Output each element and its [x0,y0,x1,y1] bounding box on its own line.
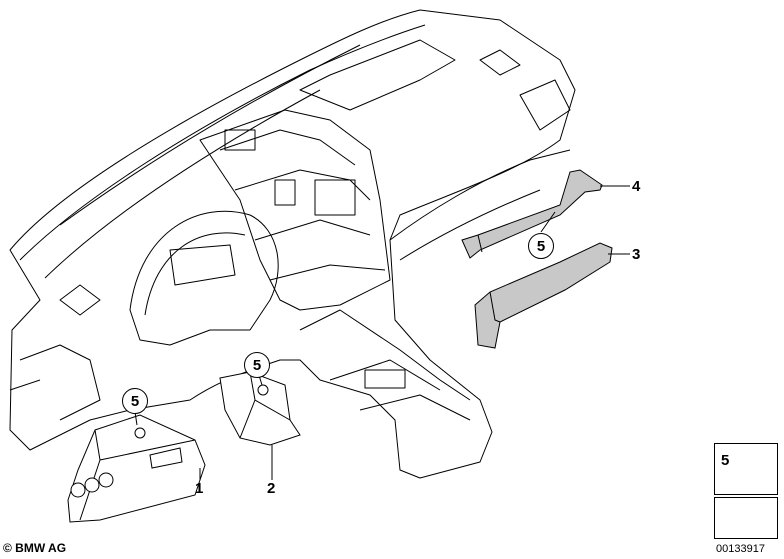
callout-number-1: 1 [195,480,204,497]
callout-number-2: 2 [267,480,276,497]
callout-number-4: 4 [632,178,641,195]
part-2-panel [219,371,301,446]
screw-callout-a: 5 [122,388,148,414]
part-4-trim [461,169,603,259]
callout-number-3: 3 [632,246,641,263]
screw-callout-c: 5 [528,233,554,259]
copyright-text: © BMW AG [3,541,67,555]
image-number: 00133917 [716,543,765,555]
legend-box: 5 [714,443,778,495]
part-1-panel [67,414,206,523]
part-3-trim [474,242,613,349]
screw-callout-b: 5 [244,352,270,378]
legend-item-number: 5 [721,452,730,469]
legend-arrow-box [714,497,778,539]
